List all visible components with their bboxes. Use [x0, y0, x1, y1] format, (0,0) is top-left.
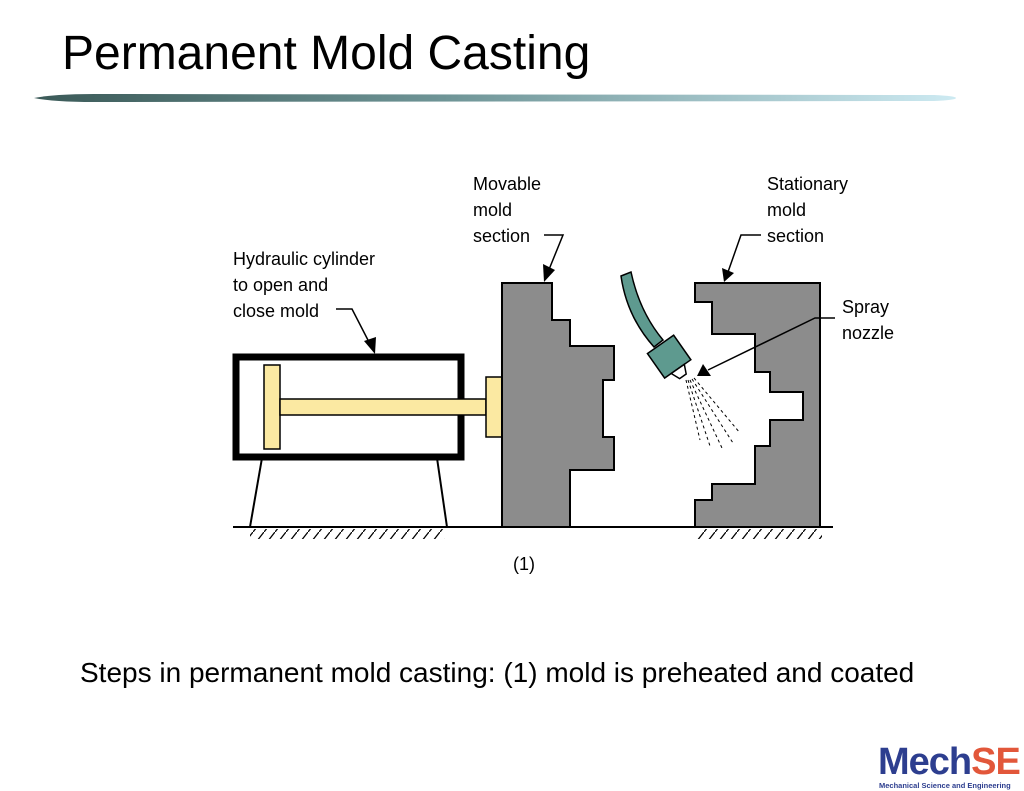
stationary-label-line3: section [767, 226, 824, 246]
slide-title: Permanent Mold Casting [62, 27, 591, 80]
stationary-label-line2: mold [767, 200, 806, 220]
movable-label-line2: mold [473, 200, 512, 220]
logo-subtitle: Mechanical Science and Engineering [879, 781, 1011, 790]
title-divider [34, 94, 956, 102]
movable-label-line3: section [473, 226, 530, 246]
spray-label-line1: Spray [842, 297, 889, 317]
hydraulic-leader [336, 308, 371, 345]
ground-hatch-left [250, 529, 445, 539]
spray-mist [685, 377, 741, 449]
logo-wordmark-mech: Mech [878, 741, 972, 783]
piston-head [263, 364, 281, 450]
movable-label-line1: Movable [473, 174, 541, 194]
hydraulic-label-line3: close mold [233, 301, 319, 321]
stationary-label-line1: Stationary [767, 174, 848, 194]
mechse-logo: MechSE Mechanical Science and Engineerin… [878, 741, 1024, 791]
spray-label-line2: nozzle [842, 323, 894, 343]
logo-wordmark: MechSE [878, 741, 1021, 783]
cylinder-leg-left [249, 457, 263, 528]
spray-nozzle [620, 270, 741, 449]
piston-rod [279, 398, 487, 416]
hydraulic-cylinder [232, 353, 503, 528]
movable-leader [544, 234, 565, 273]
spray-arrowhead [697, 364, 711, 376]
stationary-arrowhead [722, 268, 734, 282]
nozzle-hose [620, 270, 665, 349]
nozzle-tip [669, 363, 688, 380]
cylinder-leg-right [436, 457, 448, 528]
hydraulic-arrowhead [364, 337, 376, 354]
leader-arrows [336, 234, 835, 371]
mold-casting-diagram: Movable mold section Stationary mold sec… [232, 174, 894, 574]
stationary-leader [727, 234, 761, 273]
rod-flange [485, 376, 503, 438]
hydraulic-label-line2: to open and [233, 275, 328, 295]
movable-arrowhead [543, 264, 555, 282]
stationary-mold-section [694, 282, 821, 528]
slide-caption: Steps in permanent mold casting: (1) mol… [80, 657, 915, 688]
step-label: (1) [513, 554, 535, 574]
movable-mold-section [501, 282, 615, 528]
hydraulic-label-line1: Hydraulic cylinder [233, 249, 375, 269]
spray-leader [707, 317, 835, 371]
logo-wordmark-se: SE [971, 741, 1021, 783]
ground-hatch-right [697, 529, 822, 539]
arrowheads [364, 264, 734, 376]
ground [233, 526, 833, 539]
